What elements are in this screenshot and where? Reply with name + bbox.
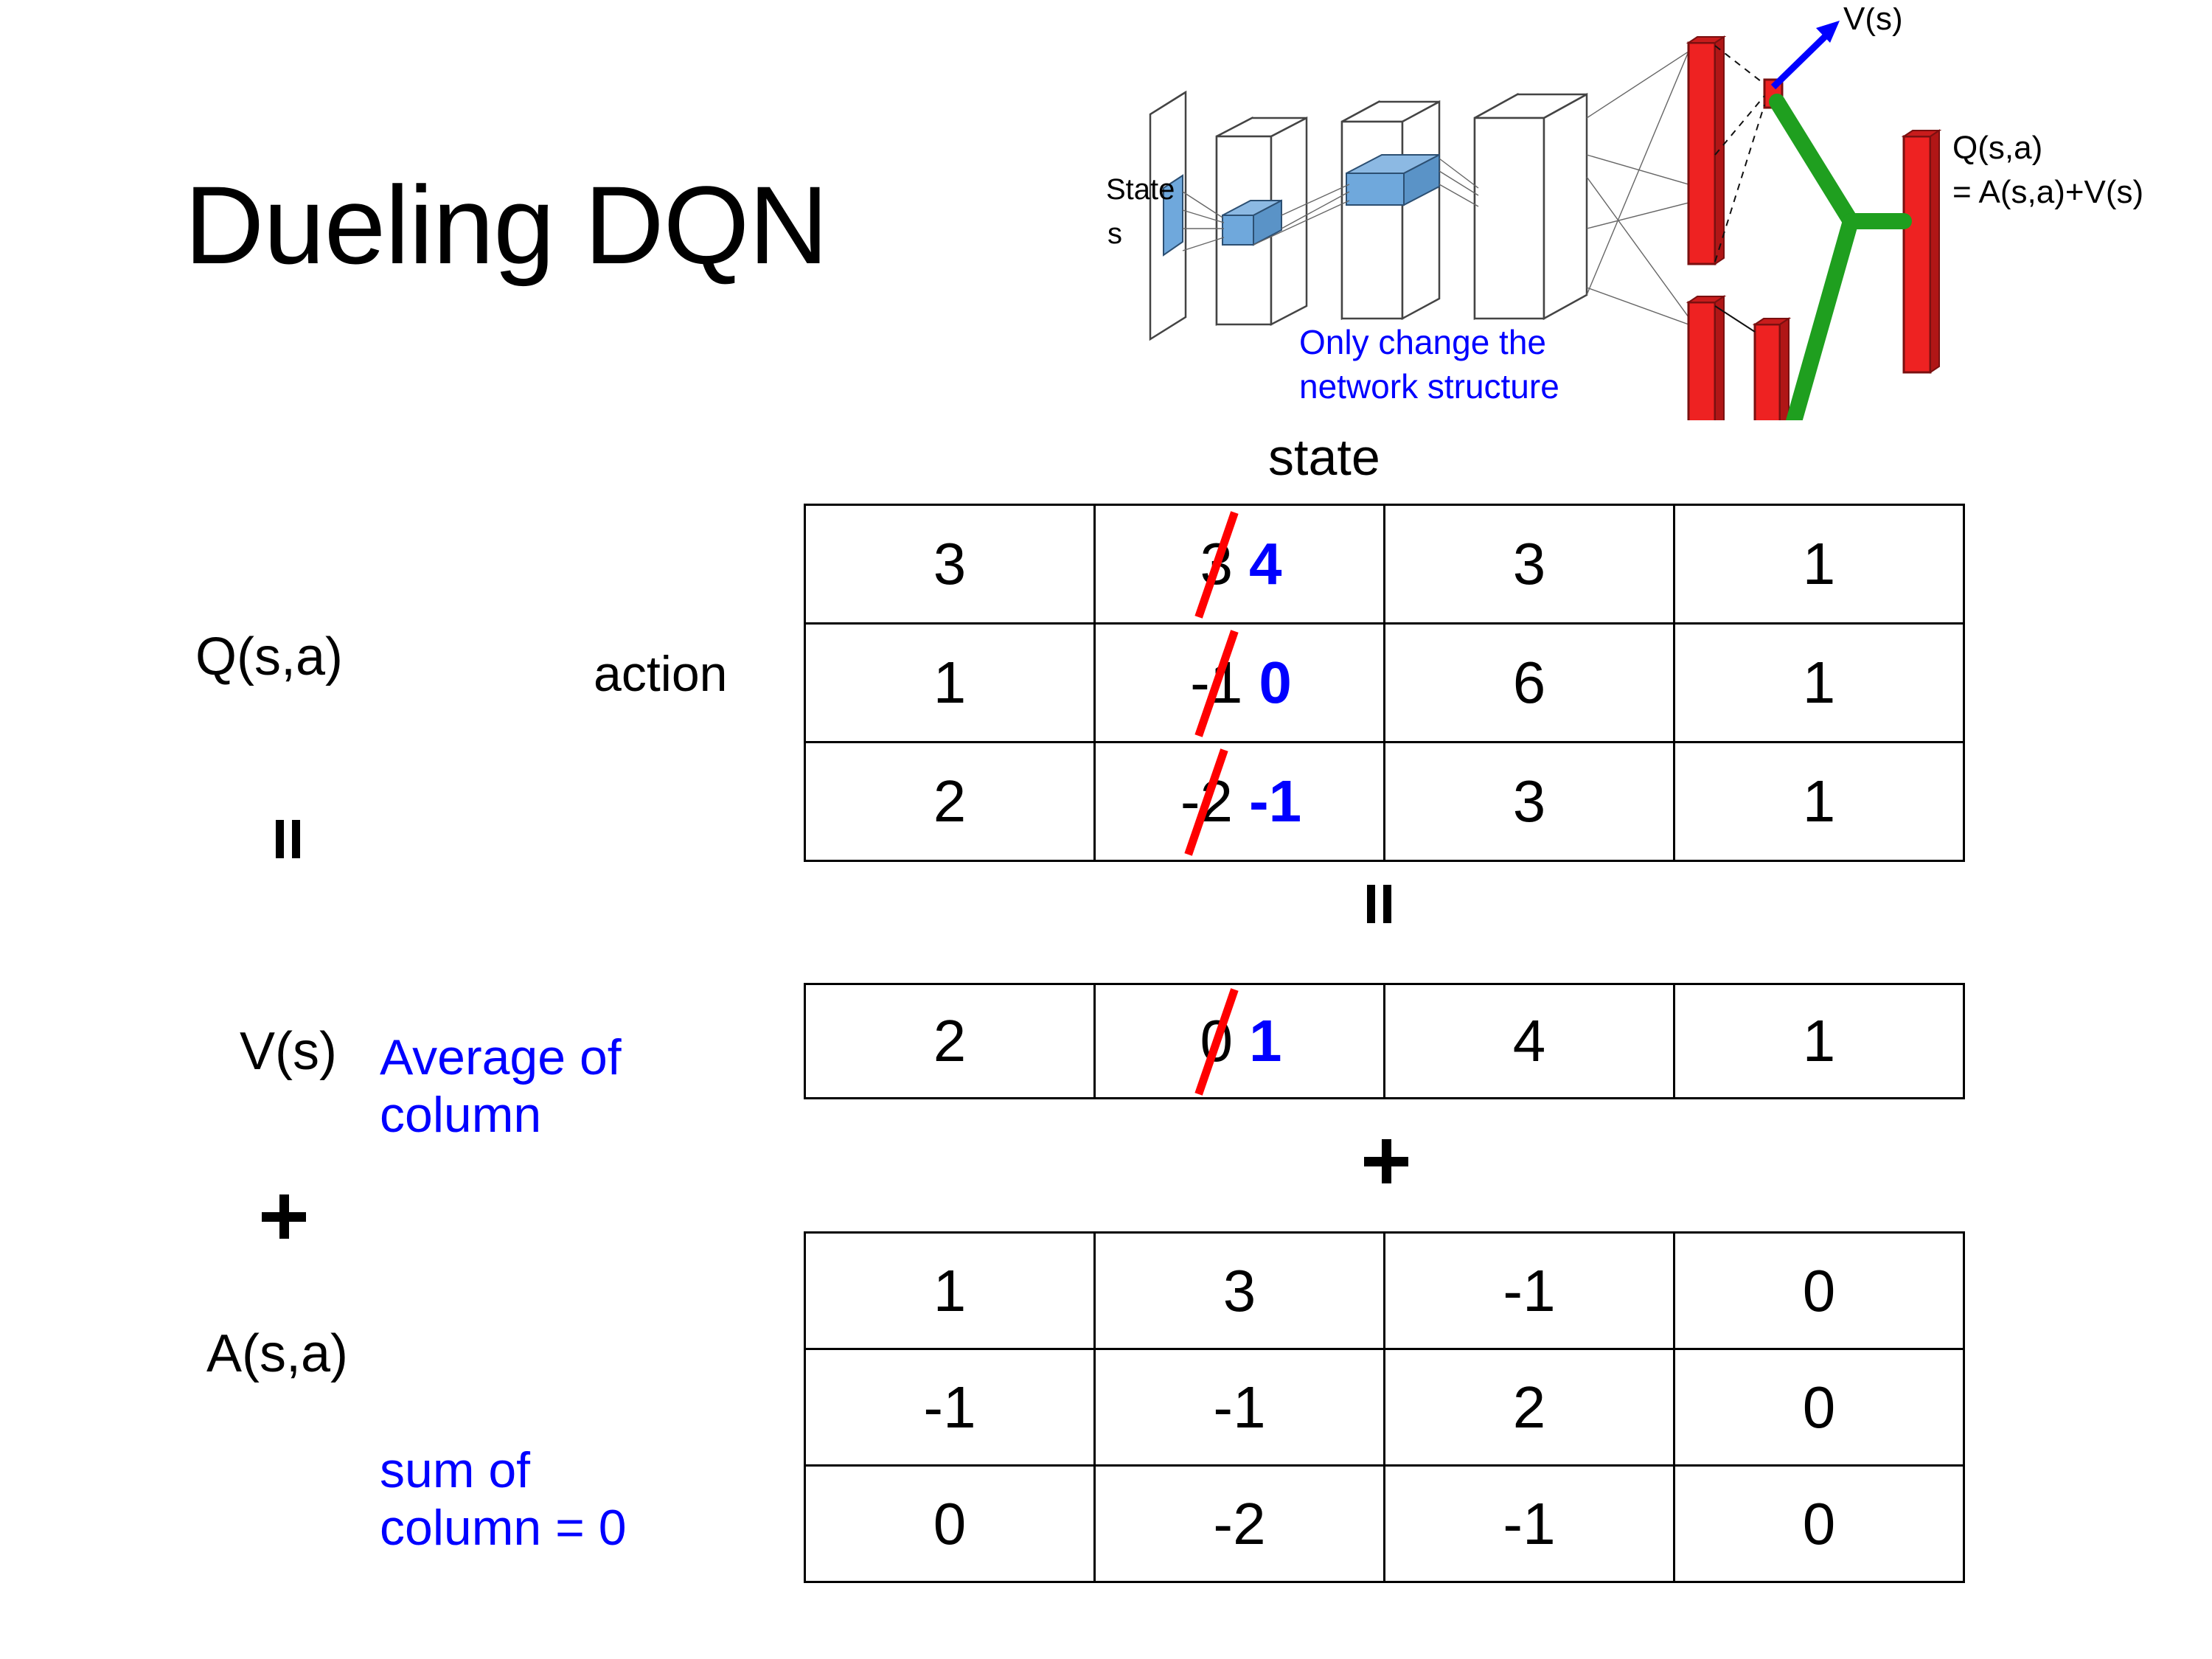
q-cell-r1c1-new: 0 bbox=[1259, 650, 1292, 715]
a-cell-r2c2[interactable]: -1 bbox=[1383, 1464, 1675, 1583]
v-cell-c1[interactable]: 0 1 bbox=[1093, 983, 1385, 1099]
input-patch-shape bbox=[1163, 174, 1183, 257]
diagram-state-label-line1: State bbox=[1106, 173, 1175, 206]
diagram-note-line2: network structure bbox=[1299, 367, 1559, 406]
q-cell-r1c0[interactable]: 1 bbox=[804, 622, 1096, 743]
q-cell-r0c0[interactable]: 3 bbox=[804, 504, 1096, 625]
average-of-column-note: Average of column bbox=[380, 1029, 622, 1144]
a-cell-r1c0[interactable]: -1 bbox=[804, 1348, 1096, 1467]
a-cell-r2c3[interactable]: 0 bbox=[1673, 1464, 1965, 1583]
q-cell-r2c1-old: -2 bbox=[1178, 768, 1236, 835]
v-value-table: 2 0 1 4 1 bbox=[804, 983, 1965, 1099]
diagram-q-label-line2: = A(s,a)+V(s) bbox=[1952, 174, 2143, 210]
sum-note-line2: column = 0 bbox=[380, 1500, 627, 1557]
average-note-line2: column bbox=[380, 1087, 542, 1144]
v-cell-c2[interactable]: 4 bbox=[1383, 983, 1675, 1099]
value-stream-bar-shape bbox=[1686, 35, 1727, 265]
aggregation-merge-shape bbox=[1769, 94, 1912, 420]
state-axis-label: state bbox=[1268, 428, 1380, 486]
v-cell-c0[interactable]: 2 bbox=[804, 983, 1096, 1099]
q-cell-r0c1[interactable]: 3 4 bbox=[1093, 504, 1385, 625]
sum-note-line1: sum of bbox=[380, 1442, 531, 1498]
advantage-stream-bar-shape bbox=[1686, 295, 1727, 420]
table-row: 2 -2 -1 3 1 bbox=[804, 741, 1965, 862]
a-cell-r1c3[interactable]: 0 bbox=[1673, 1348, 1965, 1467]
q-cell-r0c3[interactable]: 1 bbox=[1673, 504, 1965, 625]
v-cell-c1-old: 0 bbox=[1197, 1007, 1237, 1075]
q-cell-r2c0[interactable]: 2 bbox=[804, 741, 1096, 862]
q-cell-r0c2[interactable]: 3 bbox=[1383, 504, 1675, 625]
a-value-table: 1 3 -1 0 -1 -1 2 0 0 -2 -1 0 bbox=[804, 1231, 1965, 1583]
q-function-label: Q(s,a) bbox=[195, 627, 344, 686]
a-cell-r0c0[interactable]: 1 bbox=[804, 1231, 1096, 1350]
conv-block-3-shape bbox=[1473, 92, 1588, 321]
q-cell-r1c1[interactable]: -1 0 bbox=[1093, 622, 1385, 743]
advantage-output-bar-shape bbox=[1752, 317, 1792, 420]
advantage-links-shape bbox=[1714, 305, 1756, 333]
v-function-label: V(s) bbox=[240, 1022, 337, 1081]
a-cell-r0c3[interactable]: 0 bbox=[1673, 1231, 1965, 1350]
table-row: 2 0 1 4 1 bbox=[804, 983, 1965, 1099]
conv-block-2-shape bbox=[1340, 100, 1441, 321]
a-cell-r0c2[interactable]: -1 bbox=[1383, 1231, 1675, 1350]
table-row: 0 -2 -1 0 bbox=[804, 1464, 1965, 1583]
q-cell-r0c1-new: 4 bbox=[1249, 531, 1282, 597]
diagram-state-label-line2: s bbox=[1107, 218, 1122, 250]
q-value-table: 3 3 4 3 1 1 -1 0 6 1 2 -2 -1 3 1 bbox=[804, 504, 1965, 862]
q-cell-r2c3[interactable]: 1 bbox=[1673, 741, 1965, 862]
diagram-value-label: V(s) bbox=[1843, 7, 1903, 37]
q-cell-r0c1-old: 3 bbox=[1197, 530, 1237, 598]
average-note-line1: Average of bbox=[380, 1029, 622, 1085]
plus-sign-left bbox=[262, 1194, 306, 1239]
a-cell-r2c1[interactable]: -2 bbox=[1093, 1464, 1385, 1583]
page-title: Dueling DQN bbox=[184, 163, 829, 287]
q-output-bar-shape bbox=[1901, 129, 1942, 374]
equals-sign-left bbox=[271, 820, 305, 858]
equals-sign-middle bbox=[1363, 885, 1397, 923]
a-cell-r2c0[interactable]: 0 bbox=[804, 1464, 1096, 1583]
table-row: 1 3 -1 0 bbox=[804, 1231, 1965, 1350]
q-cell-r2c1[interactable]: -2 -1 bbox=[1093, 741, 1385, 862]
diagram-q-label-line1: Q(s,a) bbox=[1952, 130, 2042, 166]
sum-of-column-note: sum of column = 0 bbox=[380, 1441, 627, 1557]
table-row: -1 -1 2 0 bbox=[804, 1348, 1965, 1467]
a-cell-r1c2[interactable]: 2 bbox=[1383, 1348, 1675, 1467]
q-cell-r2c2[interactable]: 3 bbox=[1383, 741, 1675, 862]
dueling-network-diagram: State s V(s) A(s,a) Q(s,a) = A(s,a)+V(s)… bbox=[1106, 7, 2197, 420]
value-dashed-links-shape bbox=[1714, 45, 1765, 262]
table-row: 3 3 4 3 1 bbox=[804, 504, 1965, 625]
a-cell-r0c1[interactable]: 3 bbox=[1093, 1231, 1385, 1350]
q-cell-r1c1-old: -1 bbox=[1187, 649, 1245, 717]
v-cell-c3[interactable]: 1 bbox=[1673, 983, 1965, 1099]
q-cell-r2c1-new: -1 bbox=[1249, 768, 1302, 834]
a-function-label: A(s,a) bbox=[206, 1324, 349, 1383]
a-cell-r1c1[interactable]: -1 bbox=[1093, 1348, 1385, 1467]
v-cell-c1-new: 1 bbox=[1249, 1008, 1282, 1074]
diagram-note-line1: Only change the bbox=[1299, 323, 1546, 361]
connector-lines-shape bbox=[1182, 51, 1689, 325]
conv-patch-2-shape bbox=[1346, 153, 1440, 206]
q-cell-r1c2[interactable]: 6 bbox=[1383, 622, 1675, 743]
q-cell-r1c3[interactable]: 1 bbox=[1673, 622, 1965, 743]
plus-sign-middle bbox=[1364, 1139, 1408, 1183]
value-arrow-icon bbox=[1770, 21, 1840, 90]
action-axis-label: action bbox=[594, 646, 728, 702]
table-row: 1 -1 0 6 1 bbox=[804, 622, 1965, 743]
conv-patch-1-shape bbox=[1222, 199, 1282, 246]
